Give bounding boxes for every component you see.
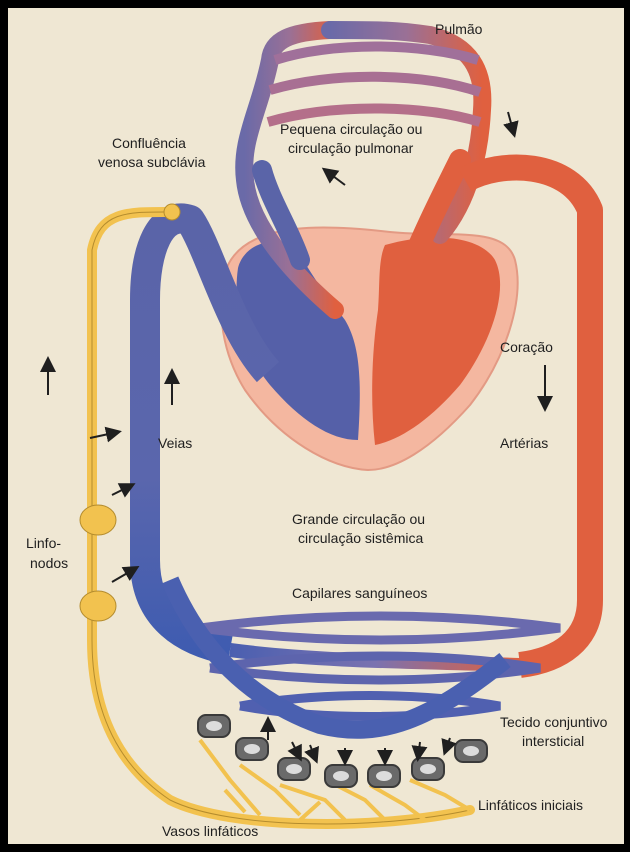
label-tecido-2: intersticial [522,733,584,749]
label-linfonodos-2: nodos [30,555,68,571]
label-pequena-circulacao-1: Pequena circulação ou [280,121,422,137]
label-vasos-linfaticos: Vasos linfáticos [162,823,258,839]
label-coracao: Coração [500,339,553,355]
label-linfonodos-1: Linfo- [26,535,61,551]
label-capilares: Capilares sanguíneos [292,585,427,601]
label-veias: Veias [158,435,192,451]
label-grande-circulacao-2: circulação sistêmica [298,530,423,546]
lymph-node-upper [80,505,116,535]
label-pequena-circulacao-2: circulação pulmonar [288,140,414,156]
lymph-node-lower [80,591,116,621]
subclavian-confluence [164,204,180,220]
label-pulmao: Pulmão [435,21,483,37]
lung-capillaries [268,47,480,123]
label-tecido-1: Tecido conjuntivo [500,714,608,730]
label-linfaticos-iniciais: Linfáticos iniciais [478,797,583,813]
label-grande-circulacao-1: Grande circulação ou [292,511,425,527]
label-confluencia-2: venosa subclávia [98,154,206,170]
label-arterias: Artérias [500,435,548,451]
label-confluencia-1: Confluência [112,135,186,151]
